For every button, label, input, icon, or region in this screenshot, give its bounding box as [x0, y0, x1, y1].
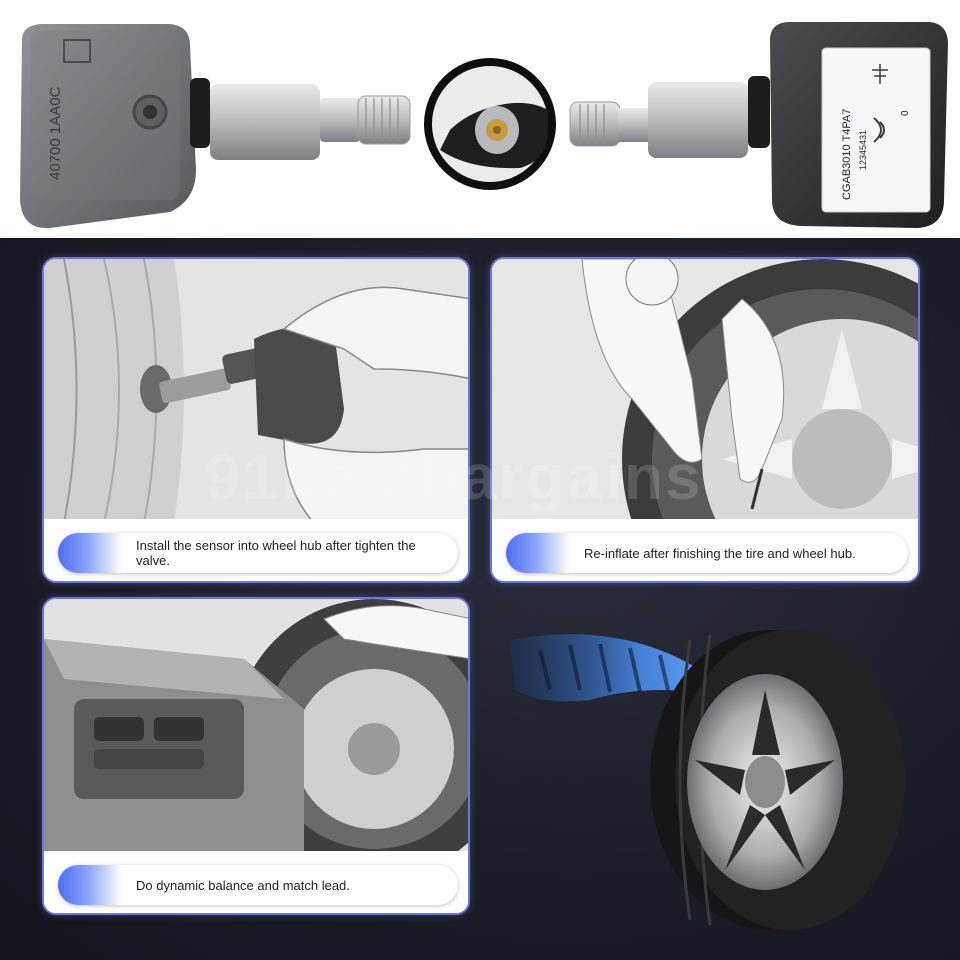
caption-accent	[58, 533, 122, 573]
step-2-caption-pill: Re-inflate after finishing the tire and …	[506, 533, 908, 573]
right-sensor: CGAB3010 T4PA7 12345431 0	[569, 22, 948, 228]
step-3-caption-pill: Do dynamic balance and match lead.	[58, 865, 458, 905]
sensor-label-line-3: 0	[900, 110, 911, 116]
left-sensor: 40700 1AA0C	[20, 24, 411, 229]
caption-accent	[506, 533, 570, 573]
tire-illustration	[500, 610, 940, 930]
step-1-illustration	[44, 259, 468, 523]
sensor-label-line-1: CGAB3010 T4PA7	[841, 109, 853, 200]
step-3-caption: Do dynamic balance and match lead.	[136, 877, 350, 893]
step-panel-reinflate: Re-inflate after finishing the tire and …	[490, 257, 920, 583]
step-1-caption-bar: Install the sensor into wheel hub after …	[44, 519, 468, 581]
antenna-symbol-icon	[872, 64, 888, 84]
tpms-sensor-product-illustration: 40700 1AA0C	[20, 22, 948, 229]
left-sensor-marking: 40700 1AA0C	[47, 86, 64, 180]
step-3-illustration	[44, 599, 468, 855]
step-2-illustration	[492, 259, 918, 523]
step-panel-install-sensor: Install the sensor into wheel hub after …	[42, 257, 470, 583]
product-photo-strip: 40700 1AA0C	[0, 0, 960, 238]
step-panel-balance: Do dynamic balance and match lead.	[42, 597, 470, 915]
sensor-label-line-2: 12345431	[858, 130, 868, 170]
step-3-caption-bar: Do dynamic balance and match lead.	[44, 851, 468, 913]
rfid-icon	[873, 117, 885, 143]
caption-accent	[58, 865, 122, 905]
step-1-caption: Install the sensor into wheel hub after …	[136, 538, 416, 568]
right-sensor-label: CGAB3010 T4PA7 12345431 0	[841, 64, 911, 200]
watermark-text: 91bestbargains	[205, 441, 703, 513]
valve-core-closeup	[424, 58, 556, 190]
step-2-caption-bar: Re-inflate after finishing the tire and …	[492, 519, 918, 581]
step-2-caption: Re-inflate after finishing the tire and …	[584, 545, 856, 561]
step-1-caption-pill: Install the sensor into wheel hub after …	[58, 533, 458, 573]
